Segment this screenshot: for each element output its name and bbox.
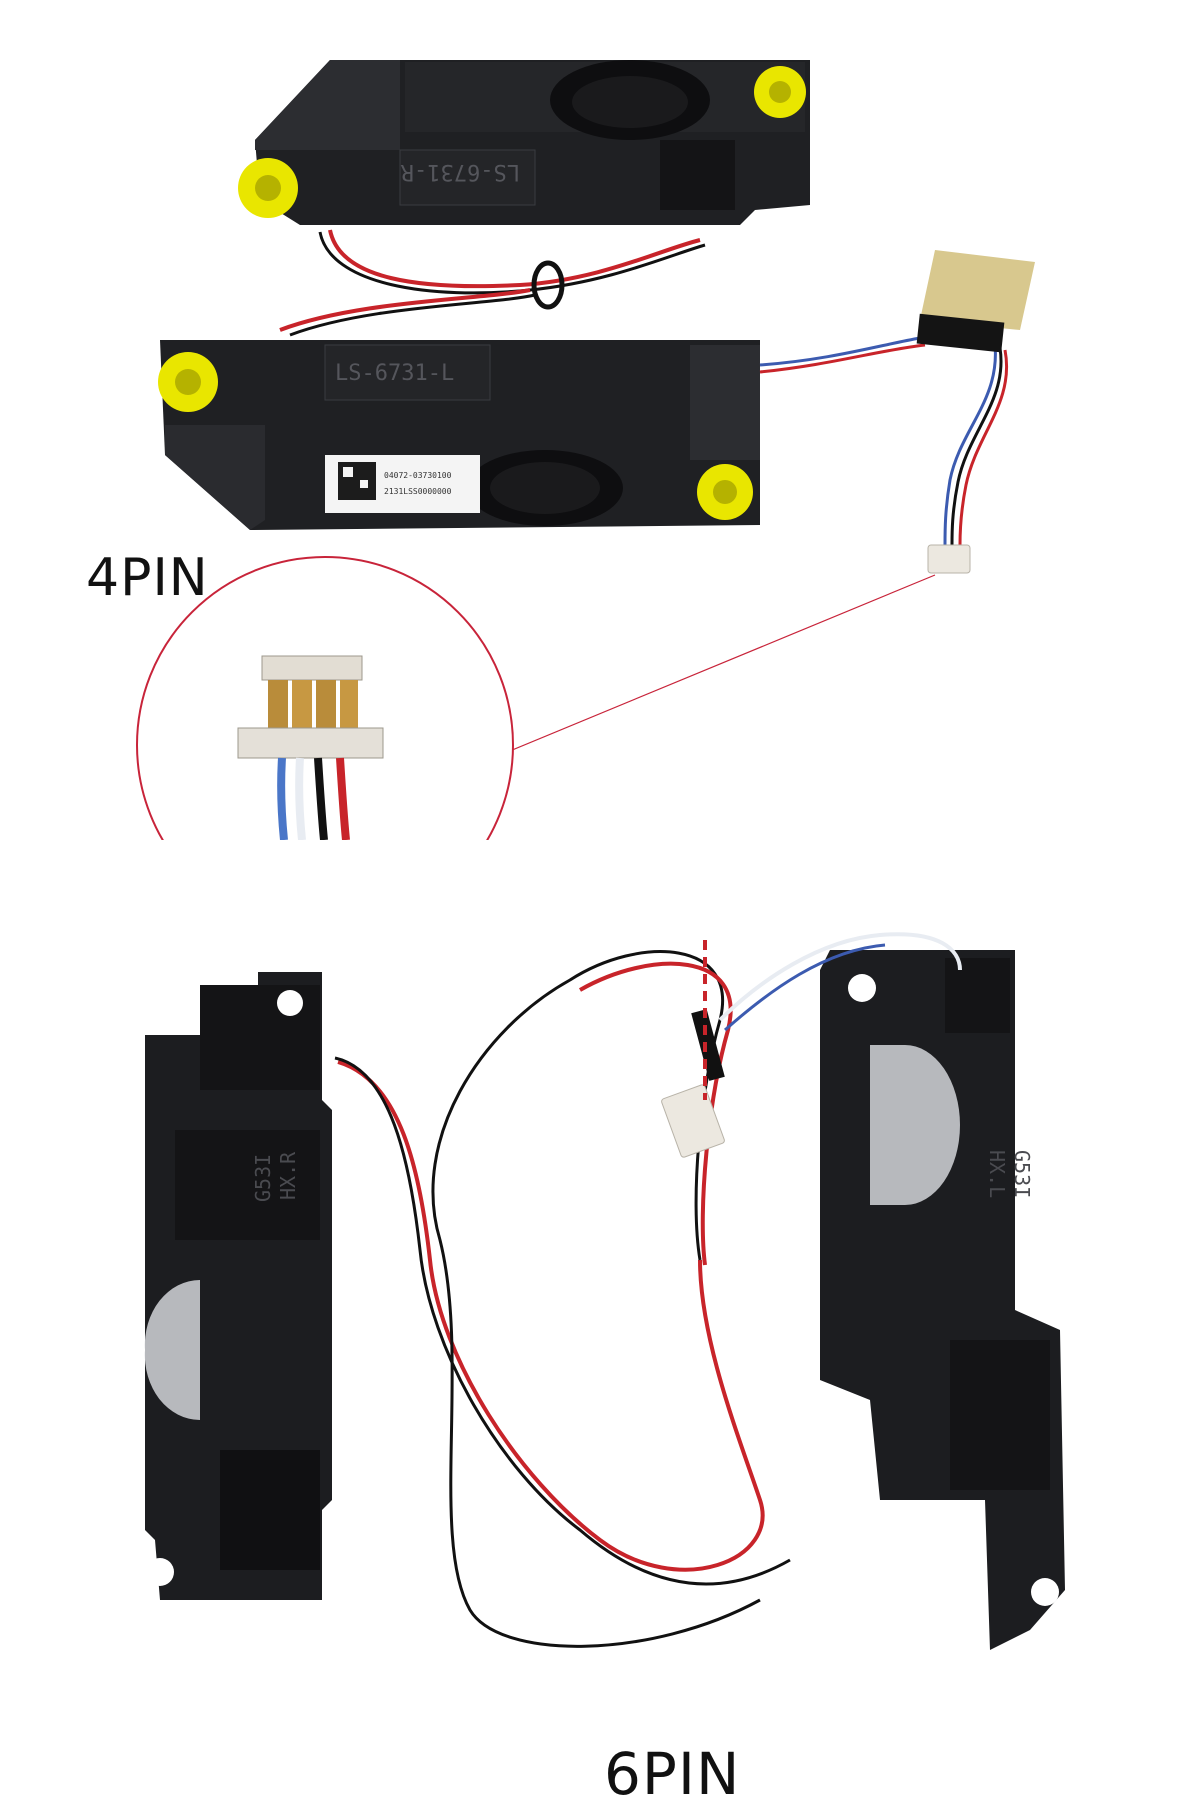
- speaker-wires: [279, 229, 706, 337]
- speaker-hxr-marking-2: HX.R: [276, 1151, 300, 1200]
- speaker-hxl-marking-1: G53I: [1010, 1150, 1034, 1198]
- speaker-hxl-marking-2: HX.L: [985, 1150, 1009, 1198]
- connector-label-6pin: 6PIN: [604, 1740, 741, 1808]
- connector-cable-4pin: [759, 336, 1008, 546]
- speaker-right-marking: LS-6731-R: [400, 159, 520, 184]
- sticker-line1: 04072-03730100: [384, 471, 452, 480]
- bottom-product-photo: G53I HX.R G53I HX.L: [0, 840, 1200, 1808]
- callout-circle: [136, 556, 514, 840]
- adhesive-tape: [920, 250, 1035, 330]
- connector-4pin: [927, 544, 971, 574]
- connector-6pin: [661, 1084, 725, 1158]
- speaker-right-top: LS-6731-R: [238, 60, 810, 225]
- speaker-left-top: LS-6731-L 04072-03730100 2131LSS0000000: [158, 340, 760, 530]
- top-product-photo: LS-6731-R LS-6731-L: [0, 0, 1200, 840]
- bottom-speaker-illustration: G53I HX.R G53I HX.L: [144, 932, 1065, 1650]
- speaker-hxr-marking-1: G53I: [251, 1154, 275, 1202]
- connector-label-4pin: 4PIN: [86, 548, 209, 608]
- callout-line: [487, 574, 936, 761]
- speaker-left-bottom: G53I HX.L: [820, 950, 1065, 1650]
- sticker-line2: 2131LSS0000000: [384, 487, 452, 496]
- speaker-right-bottom: G53I HX.R: [144, 972, 332, 1600]
- speaker-left-marking: LS-6731-L: [335, 361, 454, 386]
- top-speaker-illustration: LS-6731-R LS-6731-L: [136, 60, 1035, 840]
- speaker-wires-bottom: [334, 932, 962, 1648]
